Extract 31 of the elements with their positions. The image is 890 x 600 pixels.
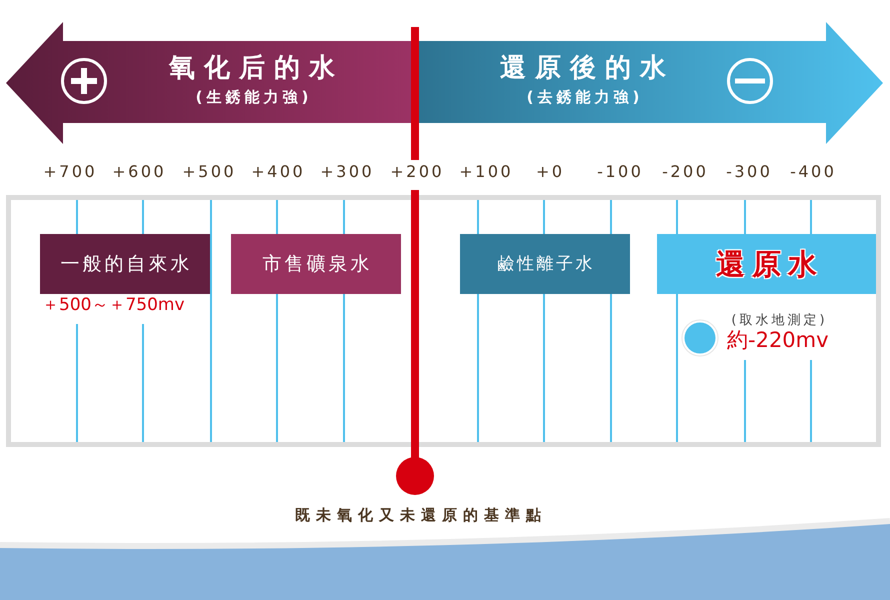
arrow-title: 氧化后的水 [169,55,344,81]
scale-value: +400 [251,164,306,180]
category-panel [657,234,876,294]
reference-dot [396,457,434,495]
scale-value: +300 [320,164,374,180]
scale-value: -100 [597,164,644,180]
arrow-subtitle: (生銹能力強) [196,90,312,105]
reduction-arrow [419,22,883,144]
category-label: 市售礦泉水 [262,254,372,274]
category-label: 還原水 [715,250,824,278]
category-panel [460,234,630,294]
arrow-title: 還原後的水 [500,55,675,81]
category-label: 一般的自來水 [60,254,192,274]
scale-value: +200 [390,164,444,180]
scale-value: -200 [662,164,708,180]
category-panel [231,234,401,294]
reference-caption: 既未氧化又未還原的基準點 [295,508,547,523]
arrow-subtitle: (去銹能力強) [526,90,644,105]
scale-value: +0 [536,164,565,180]
potential-range-label: ＋500～＋750mv [42,297,185,314]
scale-value: +100 [459,164,514,180]
scale-value: +700 [43,164,98,180]
scale-value: +500 [182,164,236,180]
measurement-note: (取水地測定) [731,314,828,327]
oxidation-arrow [6,22,411,144]
scale-value: -300 [726,164,772,180]
category-panel [40,234,210,294]
potential-value: 約-220mv [727,330,829,351]
category-label: 鹼性離子水 [496,256,595,272]
scale-value: -400 [790,164,836,180]
scale-value: +600 [112,164,166,180]
